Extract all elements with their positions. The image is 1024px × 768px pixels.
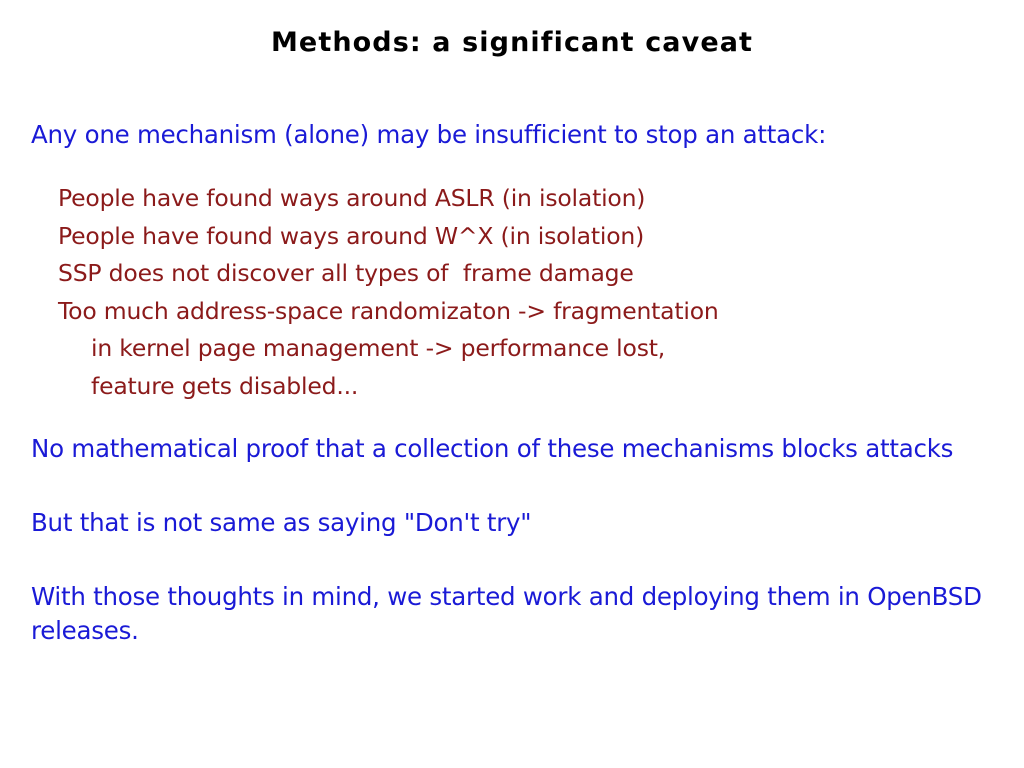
spacer [31,405,993,432]
spacer [31,152,993,180]
list-item: SSP does not discover all types of frame… [58,259,634,287]
page-title: Methods: a significant caveat [270,27,754,58]
lead-statement-intro: Any one mechanism (alone) may be insuffi… [31,120,827,149]
list-item: People have found ways around W^X (in is… [58,221,645,250]
spacer [31,466,993,506]
statement-openbsd-deployment: With those thoughts in mind, we started … [31,582,990,645]
list-item: in kernel page management -> performance… [91,334,666,362]
spacer [31,540,993,580]
slide-body: Any one mechanism (alone) may be insuffi… [31,118,993,648]
statement-no-proof: No mathematical proof that a collection … [31,434,954,463]
caveat-bullet-list: People have found ways around ASLR (in i… [58,180,993,405]
list-item: Too much address-space randomizaton -> f… [58,296,719,325]
statement-dont-try: But that is not same as saying "Don't tr… [31,508,532,537]
list-item: feature gets disabled... [91,371,359,400]
list-item: People have found ways around ASLR (in i… [58,184,646,212]
